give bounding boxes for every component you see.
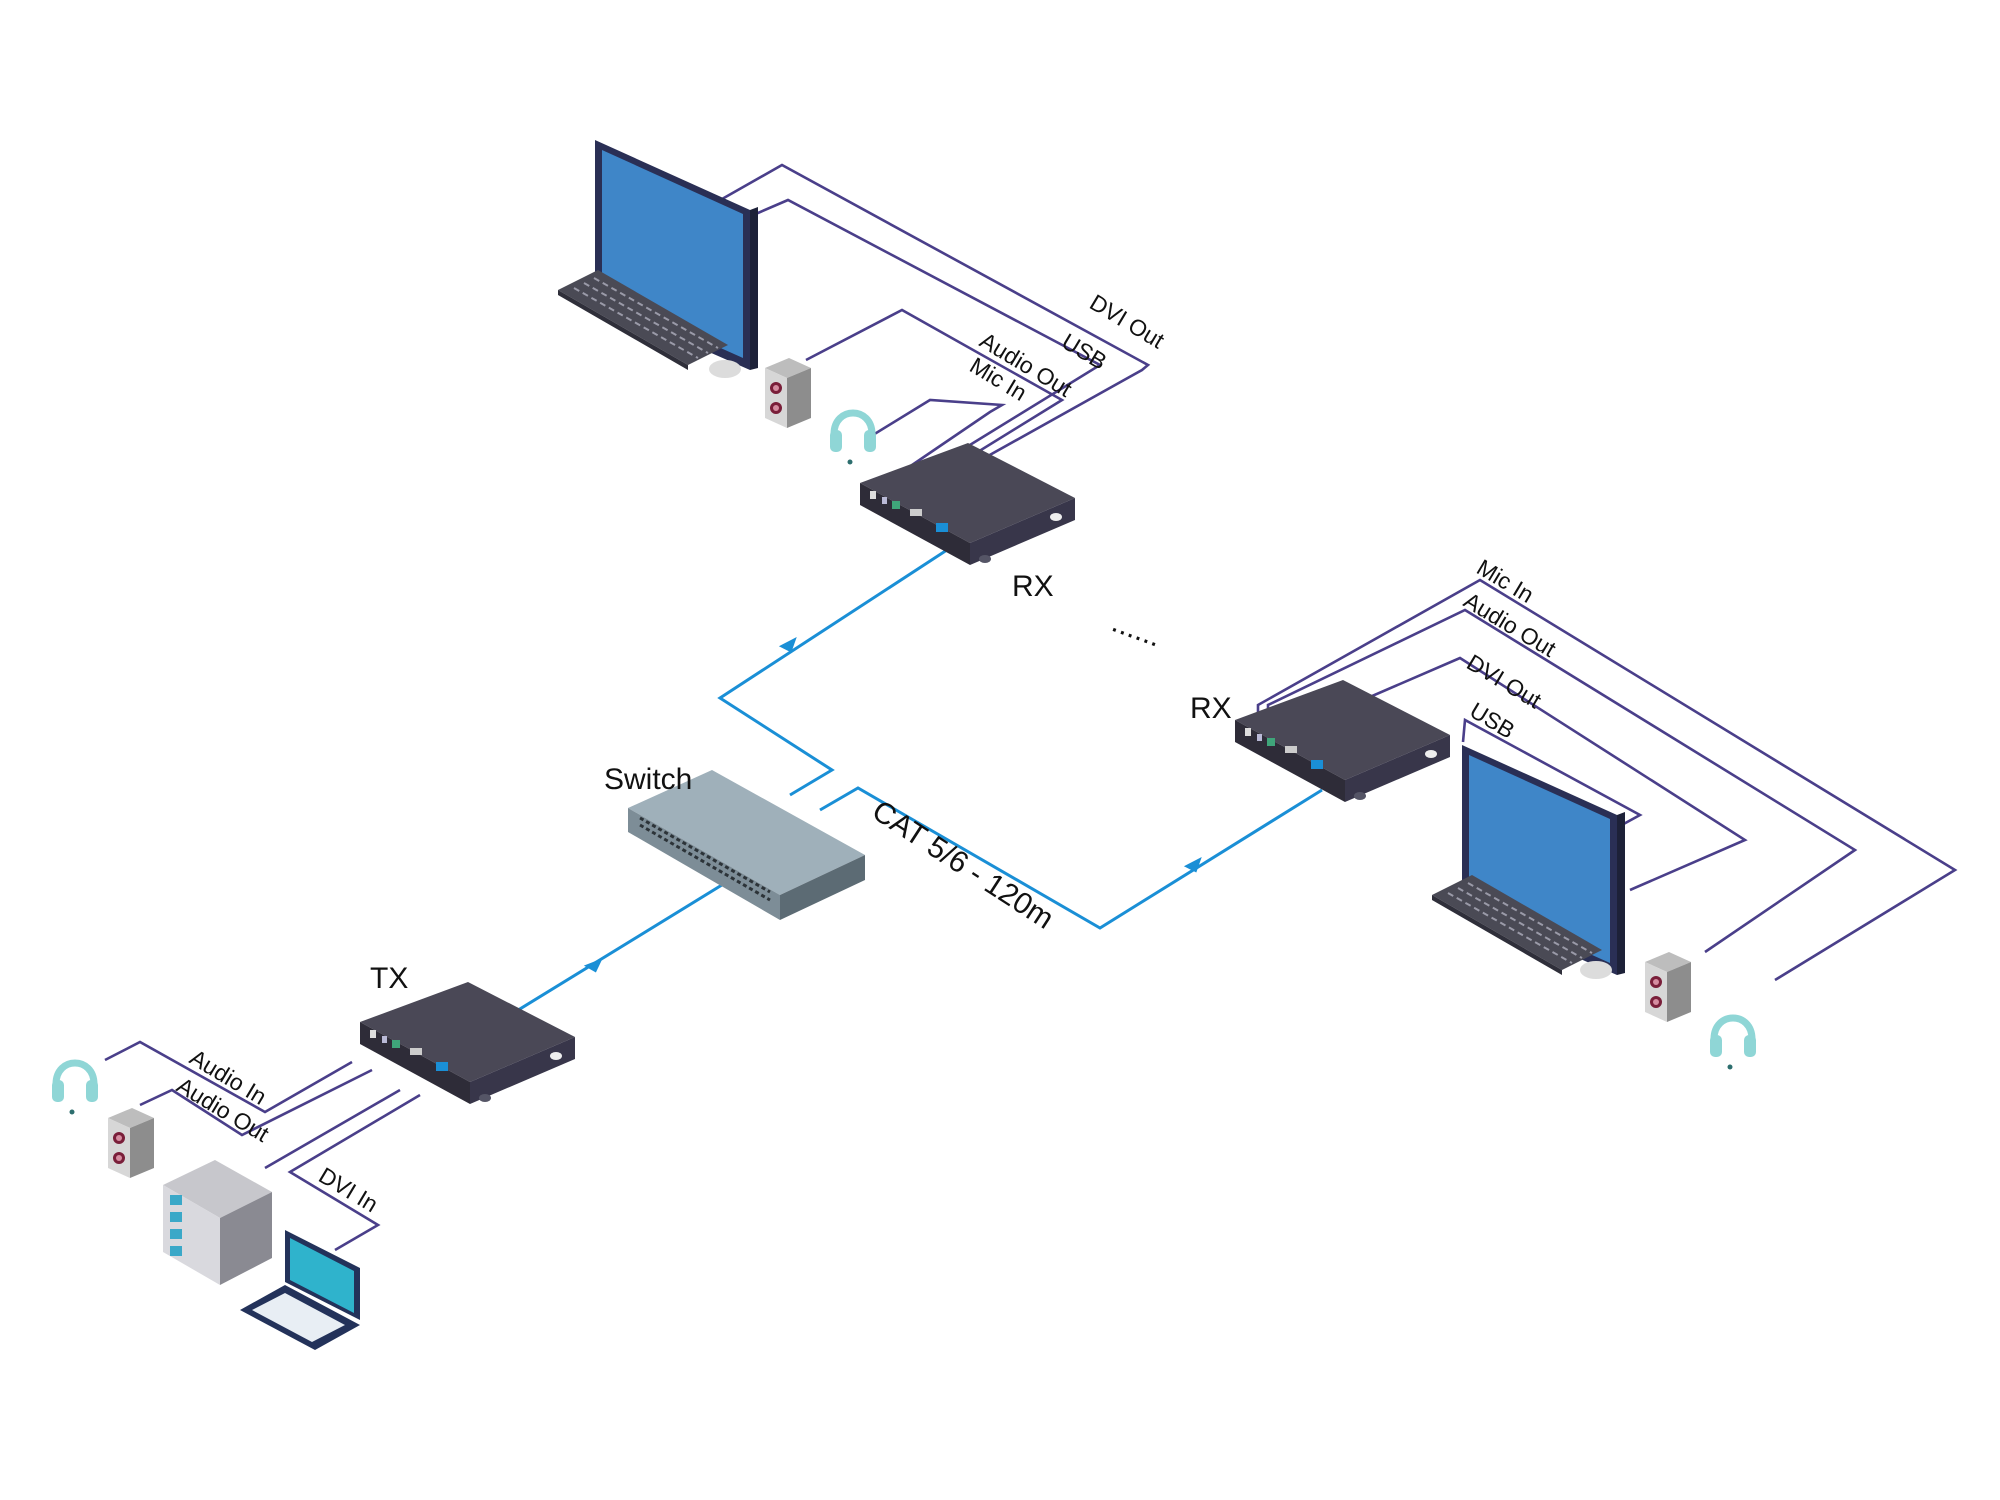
switch-to-rx2-cable <box>819 786 1323 930</box>
continuation-dots: ...... <box>1108 606 1166 654</box>
rx2-mouse-icon <box>1580 961 1612 979</box>
tx-speaker-icon <box>108 1108 154 1178</box>
rx1-headphone-icon <box>830 413 876 465</box>
rx1-label: RX <box>1012 570 1054 603</box>
tx-server-icon <box>163 1160 272 1285</box>
rx2-headphone-icon <box>1710 1018 1756 1070</box>
rx2-mic-in-cable <box>1256 578 1958 982</box>
switch-to-rx1-cable <box>717 546 951 797</box>
tx-audio-out-cable <box>139 1068 373 1137</box>
rx1-dvi-out-cable <box>714 163 1151 482</box>
tx-audio-in-cable <box>104 1040 353 1114</box>
rx1-speaker-icon <box>765 358 811 428</box>
rx1-extender-device <box>860 443 1075 565</box>
tx-label: TX <box>370 962 408 995</box>
rx1-mouse-icon <box>709 360 741 378</box>
network-switch-device <box>628 770 865 920</box>
arrow-tx-switch <box>583 958 603 973</box>
rx2-speaker-icon <box>1645 952 1691 1022</box>
rx2-label: RX <box>1190 692 1232 725</box>
rx1-mic-in-cable <box>867 398 1007 482</box>
tx-extender-device <box>360 982 575 1104</box>
rx1-usb-cable <box>729 198 1103 450</box>
tx-laptop-icon <box>240 1230 360 1350</box>
switch-label: Switch <box>604 763 692 796</box>
rx1-cables <box>714 163 1151 502</box>
tx-cables <box>104 1040 421 1252</box>
arrow-switch-rx1 <box>778 637 797 653</box>
rx1-port-labels: DVI Out USB Audio Out Mic In <box>965 289 1169 406</box>
tx-dvi-in-label: DVI In <box>314 1162 382 1217</box>
cat-cable-label: CAT 5/6 - 120m <box>866 794 1059 935</box>
tx-headphone-icon <box>52 1063 98 1115</box>
rx2-usb-label: USB <box>1465 697 1519 744</box>
tx-dvi-in-cable <box>264 1088 421 1252</box>
rx1-usb-label: USB <box>1057 328 1111 375</box>
arrow-switch-rx2 <box>1183 857 1202 873</box>
